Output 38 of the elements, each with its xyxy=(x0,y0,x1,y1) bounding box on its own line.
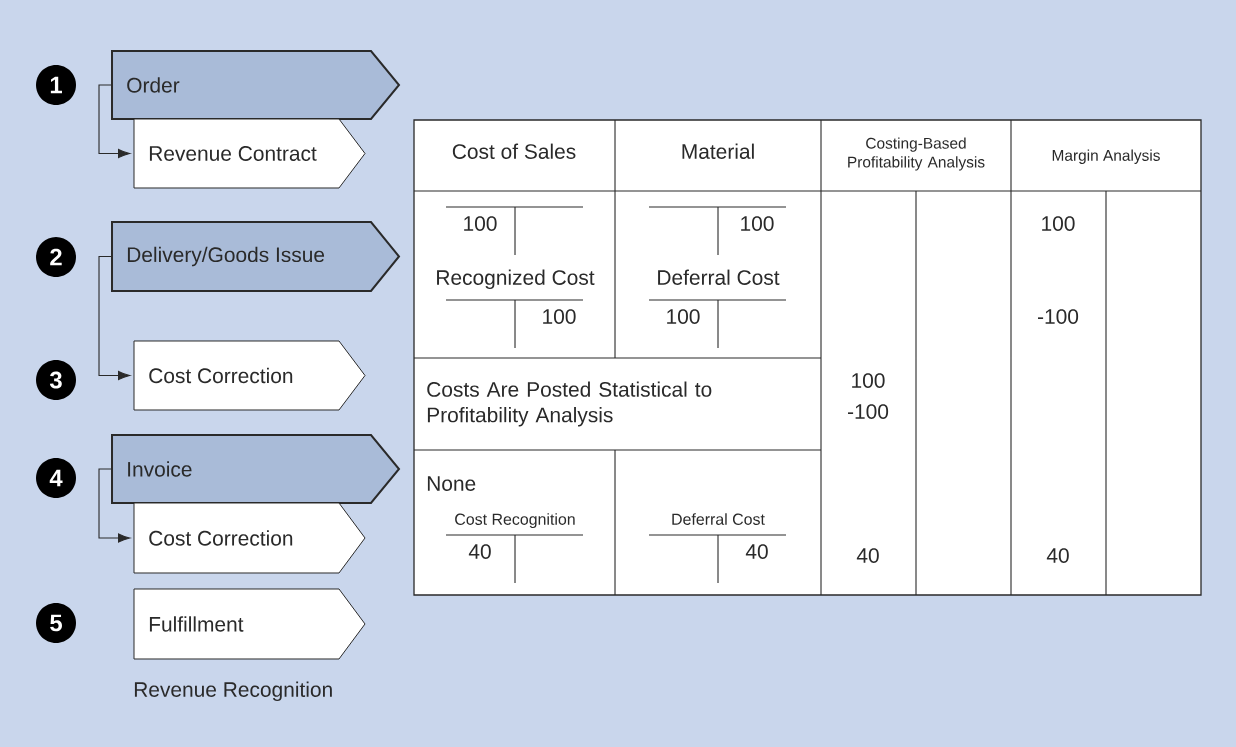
step-number: 3 xyxy=(36,360,76,400)
cell-text: Costs Are Posted Statistical to Profitability Analysis xyxy=(427,381,712,427)
step-number: 1 xyxy=(36,65,76,105)
connector-arrow xyxy=(98,84,131,159)
cell-text: Costing-Based Profitability Analysis xyxy=(848,137,985,171)
process-step: Order xyxy=(111,50,401,120)
cell-text: 40 xyxy=(745,544,768,559)
process-step: Invoice xyxy=(111,434,401,504)
step-number: 5 xyxy=(36,603,76,643)
cell-text: 100 xyxy=(464,216,497,231)
cell-text: 40 xyxy=(856,548,879,563)
connector-arrow xyxy=(98,468,131,543)
cell-text: Revenue Recognition xyxy=(134,681,332,702)
cell-text: Cost of Sales xyxy=(452,143,576,159)
step-number: 4 xyxy=(36,458,76,498)
process-step: Delivery/Goods Issue xyxy=(111,221,401,292)
cell-text: 100 xyxy=(667,309,700,324)
cell-text: None xyxy=(427,476,476,491)
cell-text: 40 xyxy=(468,544,491,559)
cell-text: 100 xyxy=(543,309,576,324)
process-step: Fulfillment xyxy=(133,588,366,660)
process-step: Cost Correction xyxy=(133,340,366,411)
cell-text: Material xyxy=(682,143,754,159)
process-step: Cost Correction xyxy=(133,502,366,574)
cell-text: Deferral Cost xyxy=(672,513,765,525)
connector-arrow xyxy=(98,255,131,381)
cell-text: 100 xyxy=(741,216,774,231)
cell-text: Cost Recognition xyxy=(455,513,575,529)
cell-text: 40 xyxy=(1046,548,1069,563)
cell-text: 100 xyxy=(852,373,885,388)
cell-text: Recognized Cost xyxy=(437,269,595,290)
process-step: Revenue Contract xyxy=(133,118,366,189)
step-number: 2 xyxy=(36,237,76,277)
cell-text: -100 xyxy=(1038,309,1079,324)
cell-text: Deferral Cost xyxy=(658,269,780,285)
cell-text: 100 xyxy=(1042,216,1075,231)
cell-text: -100 xyxy=(848,404,889,419)
cell-text: Margin Analysis xyxy=(1052,149,1160,164)
